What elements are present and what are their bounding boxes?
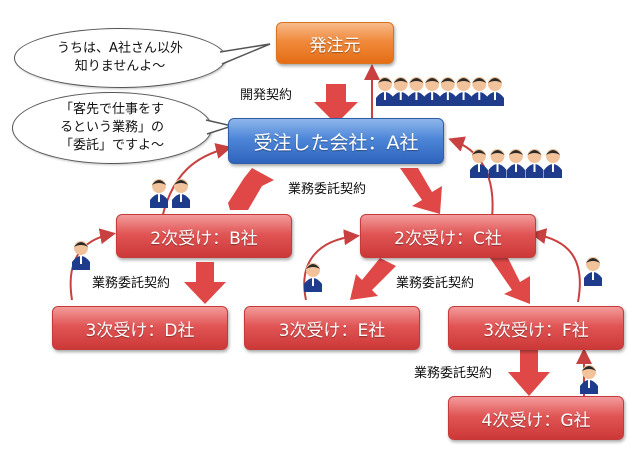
c-company-box: 2次受け：C社 — [360, 214, 536, 258]
f-company-label: 3次受け：F社 — [483, 320, 589, 341]
person-icon — [525, 149, 544, 178]
c-company-label: 2次受け：C社 — [394, 228, 502, 249]
client-label: 発注元 — [309, 35, 361, 56]
client-box: 発注元 — [276, 22, 394, 64]
speech-bubble-top-text: うちは、A社さん以外 知りませんよ～ — [57, 41, 183, 74]
a-company-box: 受注した会社：A社 — [228, 118, 444, 164]
outsourcing-contract-label-f: 業務委託契約 — [414, 366, 493, 381]
person-icon — [407, 77, 426, 106]
person-icons — [304, 263, 322, 292]
curve-b-to-a — [159, 143, 232, 229]
person-icons — [470, 149, 562, 178]
e-company-box: 3次受け：E社 — [244, 306, 420, 350]
person-icons — [376, 77, 504, 106]
outsourcing-contract-label-c: 業務委託契約 — [396, 276, 475, 291]
curve-f-to-c — [530, 228, 581, 303]
arrow-c-to-e — [350, 258, 396, 300]
arrow-a-to-c — [400, 168, 442, 214]
person-icon — [454, 77, 473, 106]
person-icon — [376, 77, 394, 106]
outsourcing-contract-label-b: 業務委託契約 — [92, 276, 171, 291]
f-company-box: 3次受け：F社 — [448, 306, 624, 350]
arrow-a-to-b — [228, 168, 274, 210]
person-icon — [423, 77, 442, 106]
a-company-label: 受注した会社：A社 — [253, 131, 419, 154]
arrow-b-to-d — [184, 262, 226, 304]
person-group-e — [304, 256, 326, 292]
person-group-g — [580, 358, 602, 394]
person-icons — [72, 241, 90, 270]
person-icon — [150, 179, 168, 208]
person-group-client — [376, 70, 504, 106]
person-icon — [580, 365, 598, 394]
b-company-label: 2次受け：B社 — [150, 228, 258, 249]
person-icon — [488, 149, 507, 178]
person-icon — [172, 179, 190, 208]
arrow-c-to-f — [490, 258, 530, 304]
speech-bubble-middle-text: 「客先で仕事をす るという業務」の 「委託」ですよ～ — [59, 102, 164, 153]
speech-bubble-middle: 「客先で仕事をす るという業務」の 「委託」ですよ～ — [12, 92, 212, 164]
person-group-b — [150, 172, 190, 208]
person-icons — [580, 365, 598, 394]
person-icon — [470, 149, 488, 178]
development-contract-label: 開発契約 — [240, 88, 293, 103]
g-company-box: 4次受け：G社 — [448, 396, 624, 440]
person-group-a — [470, 138, 562, 178]
person-icon — [391, 77, 410, 106]
person-group-f — [584, 250, 606, 286]
outsourcing-contract-label-a: 業務委託契約 — [288, 182, 367, 197]
person-icon — [544, 149, 562, 178]
g-company-label: 4次受け：G社 — [481, 410, 591, 431]
person-icons — [150, 179, 190, 208]
person-icon — [584, 257, 602, 286]
b-company-box: 2次受け：B社 — [116, 214, 292, 258]
person-icon — [72, 241, 90, 270]
person-group-d — [72, 234, 94, 270]
speech-bubble-top: うちは、A社さん以外 知りませんよ～ — [14, 28, 226, 88]
person-icon — [486, 77, 504, 106]
arrow-f-to-g — [508, 346, 550, 396]
d-company-box: 3次受け：D社 — [52, 306, 228, 350]
person-icon — [304, 263, 322, 292]
curve-d-to-b — [69, 228, 116, 301]
person-icon — [470, 77, 489, 106]
e-company-label: 3次受け：E社 — [278, 320, 386, 341]
person-icon — [507, 149, 525, 178]
person-icon — [438, 77, 457, 106]
person-icons — [584, 257, 602, 286]
d-company-label: 3次受け：D社 — [85, 320, 195, 341]
arrow-client-to-a — [314, 84, 358, 124]
